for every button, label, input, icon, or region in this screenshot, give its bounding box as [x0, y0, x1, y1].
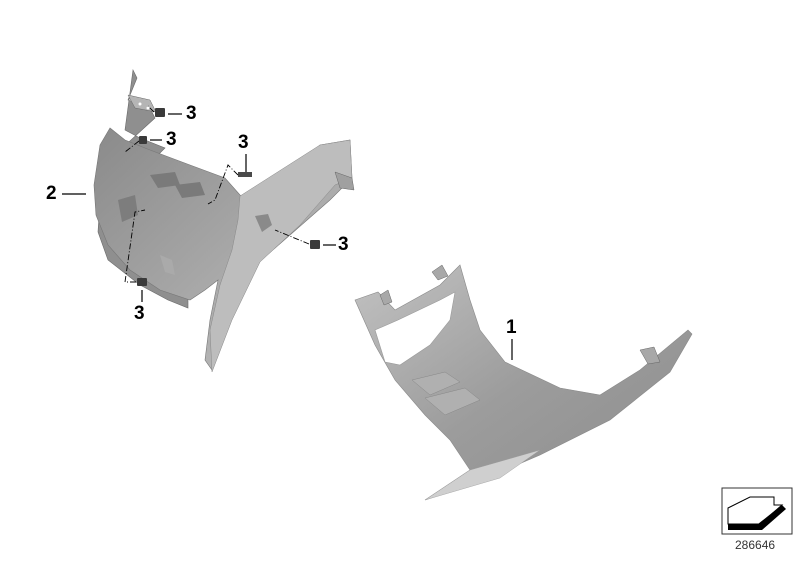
fastener-3b[interactable] — [139, 136, 147, 144]
fastener-3d[interactable] — [310, 240, 320, 249]
assembly-lines — [124, 105, 310, 283]
fastener-3e[interactable] — [137, 278, 147, 286]
callout-3-center[interactable]: 3 — [238, 132, 249, 153]
callout-3-upper[interactable]: 3 — [186, 103, 197, 124]
diagram-id-number: 286646 — [735, 538, 776, 552]
callout-2[interactable]: 2 — [46, 183, 57, 204]
callout-3-lower[interactable]: 3 — [134, 303, 145, 324]
fastener-3a[interactable] — [155, 108, 165, 117]
fastener-3c[interactable] — [238, 172, 252, 177]
callout-3-right[interactable]: 3 — [338, 234, 349, 255]
part-2-side-fairing[interactable] — [93, 68, 355, 373]
callout-3-upper-middle[interactable]: 3 — [166, 129, 177, 150]
leader-lines — [62, 113, 513, 360]
callout-1[interactable]: 1 — [506, 317, 517, 338]
part-1-lower-fairing[interactable] — [354, 264, 693, 501]
arrow-down-left-icon — [721, 487, 793, 535]
